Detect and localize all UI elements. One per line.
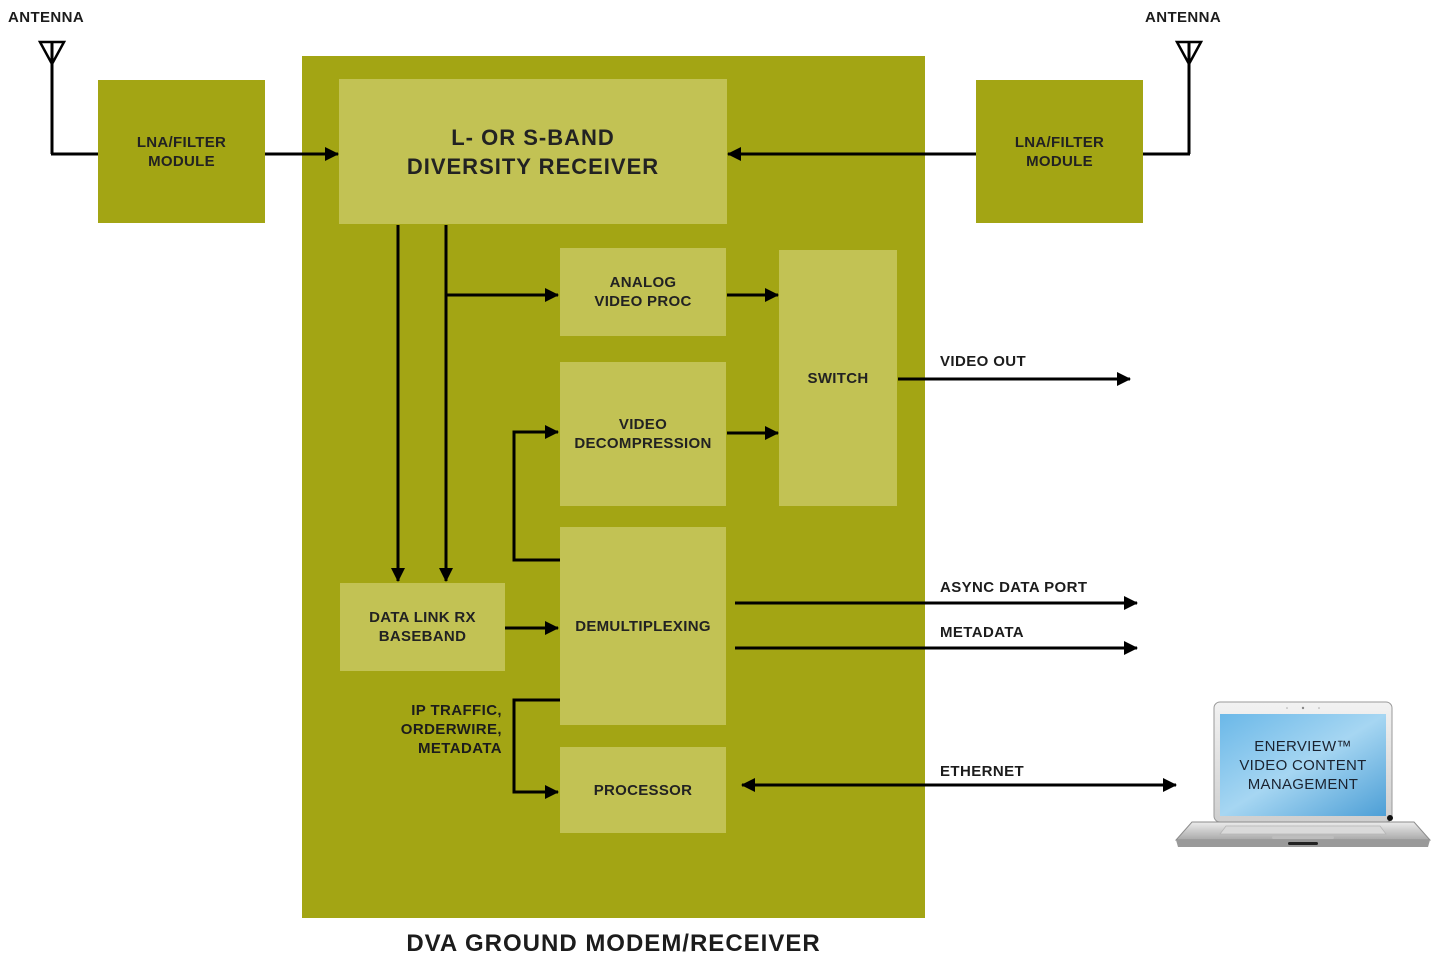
ip-traffic-label: IP TRAFFIC, ORDERWIRE, METADATA [400,702,502,757]
laptop-icon [1174,701,1432,847]
antenna-left-label: ANTENNA [8,9,85,26]
receiver-label: L- OR S-BAND DIVERSITY RECEIVER [406,124,660,179]
demultiplexing-block: DEMULTIPLEXING [560,527,726,725]
diagram-title: DVA GROUND MODEM/RECEIVER [406,930,821,957]
lna-left-label: LNA/FILTER MODULE [136,133,227,170]
analog-video-proc: ANALOG VIDEO PROC [560,248,726,336]
processor-block: PROCESSOR [560,747,726,833]
laptop-screen-text: ENERVIEW™ VIDEO CONTENT MANAGEMENT [1239,738,1367,793]
demux-label: DEMULTIPLEXING [575,617,711,635]
lna-filter-module-left: LNA/FILTER MODULE [98,80,265,223]
processor-label: PROCESSOR [593,781,693,799]
video-out-label: VIDEO OUT [940,353,1027,370]
video-decompression: VIDEO DECOMPRESSION [560,362,726,506]
decompression-label: VIDEO DECOMPRESSION [574,416,712,452]
switch-label: SWITCH [807,369,869,387]
antenna-right-icon [1143,40,1204,156]
analog-label: ANALOG VIDEO PROC [594,274,692,310]
lna-right-label: LNA/FILTER MODULE [1014,133,1105,170]
diversity-receiver: L- OR S-BAND DIVERSITY RECEIVER [339,79,727,224]
switch-block: SWITCH [779,250,897,506]
metadata-label: METADATA [940,624,1025,641]
datalink-label: DATA LINK RX BASEBAND [369,609,476,645]
async-data-port-label: ASYNC DATA PORT [940,579,1088,596]
antenna-right-label: ANTENNA [1145,9,1222,26]
lna-filter-module-right: LNA/FILTER MODULE [976,80,1143,223]
data-link-rx-baseband: DATA LINK RX BASEBAND [340,583,505,671]
antenna-left-icon [37,40,98,156]
ethernet-label: ETHERNET [940,763,1025,780]
